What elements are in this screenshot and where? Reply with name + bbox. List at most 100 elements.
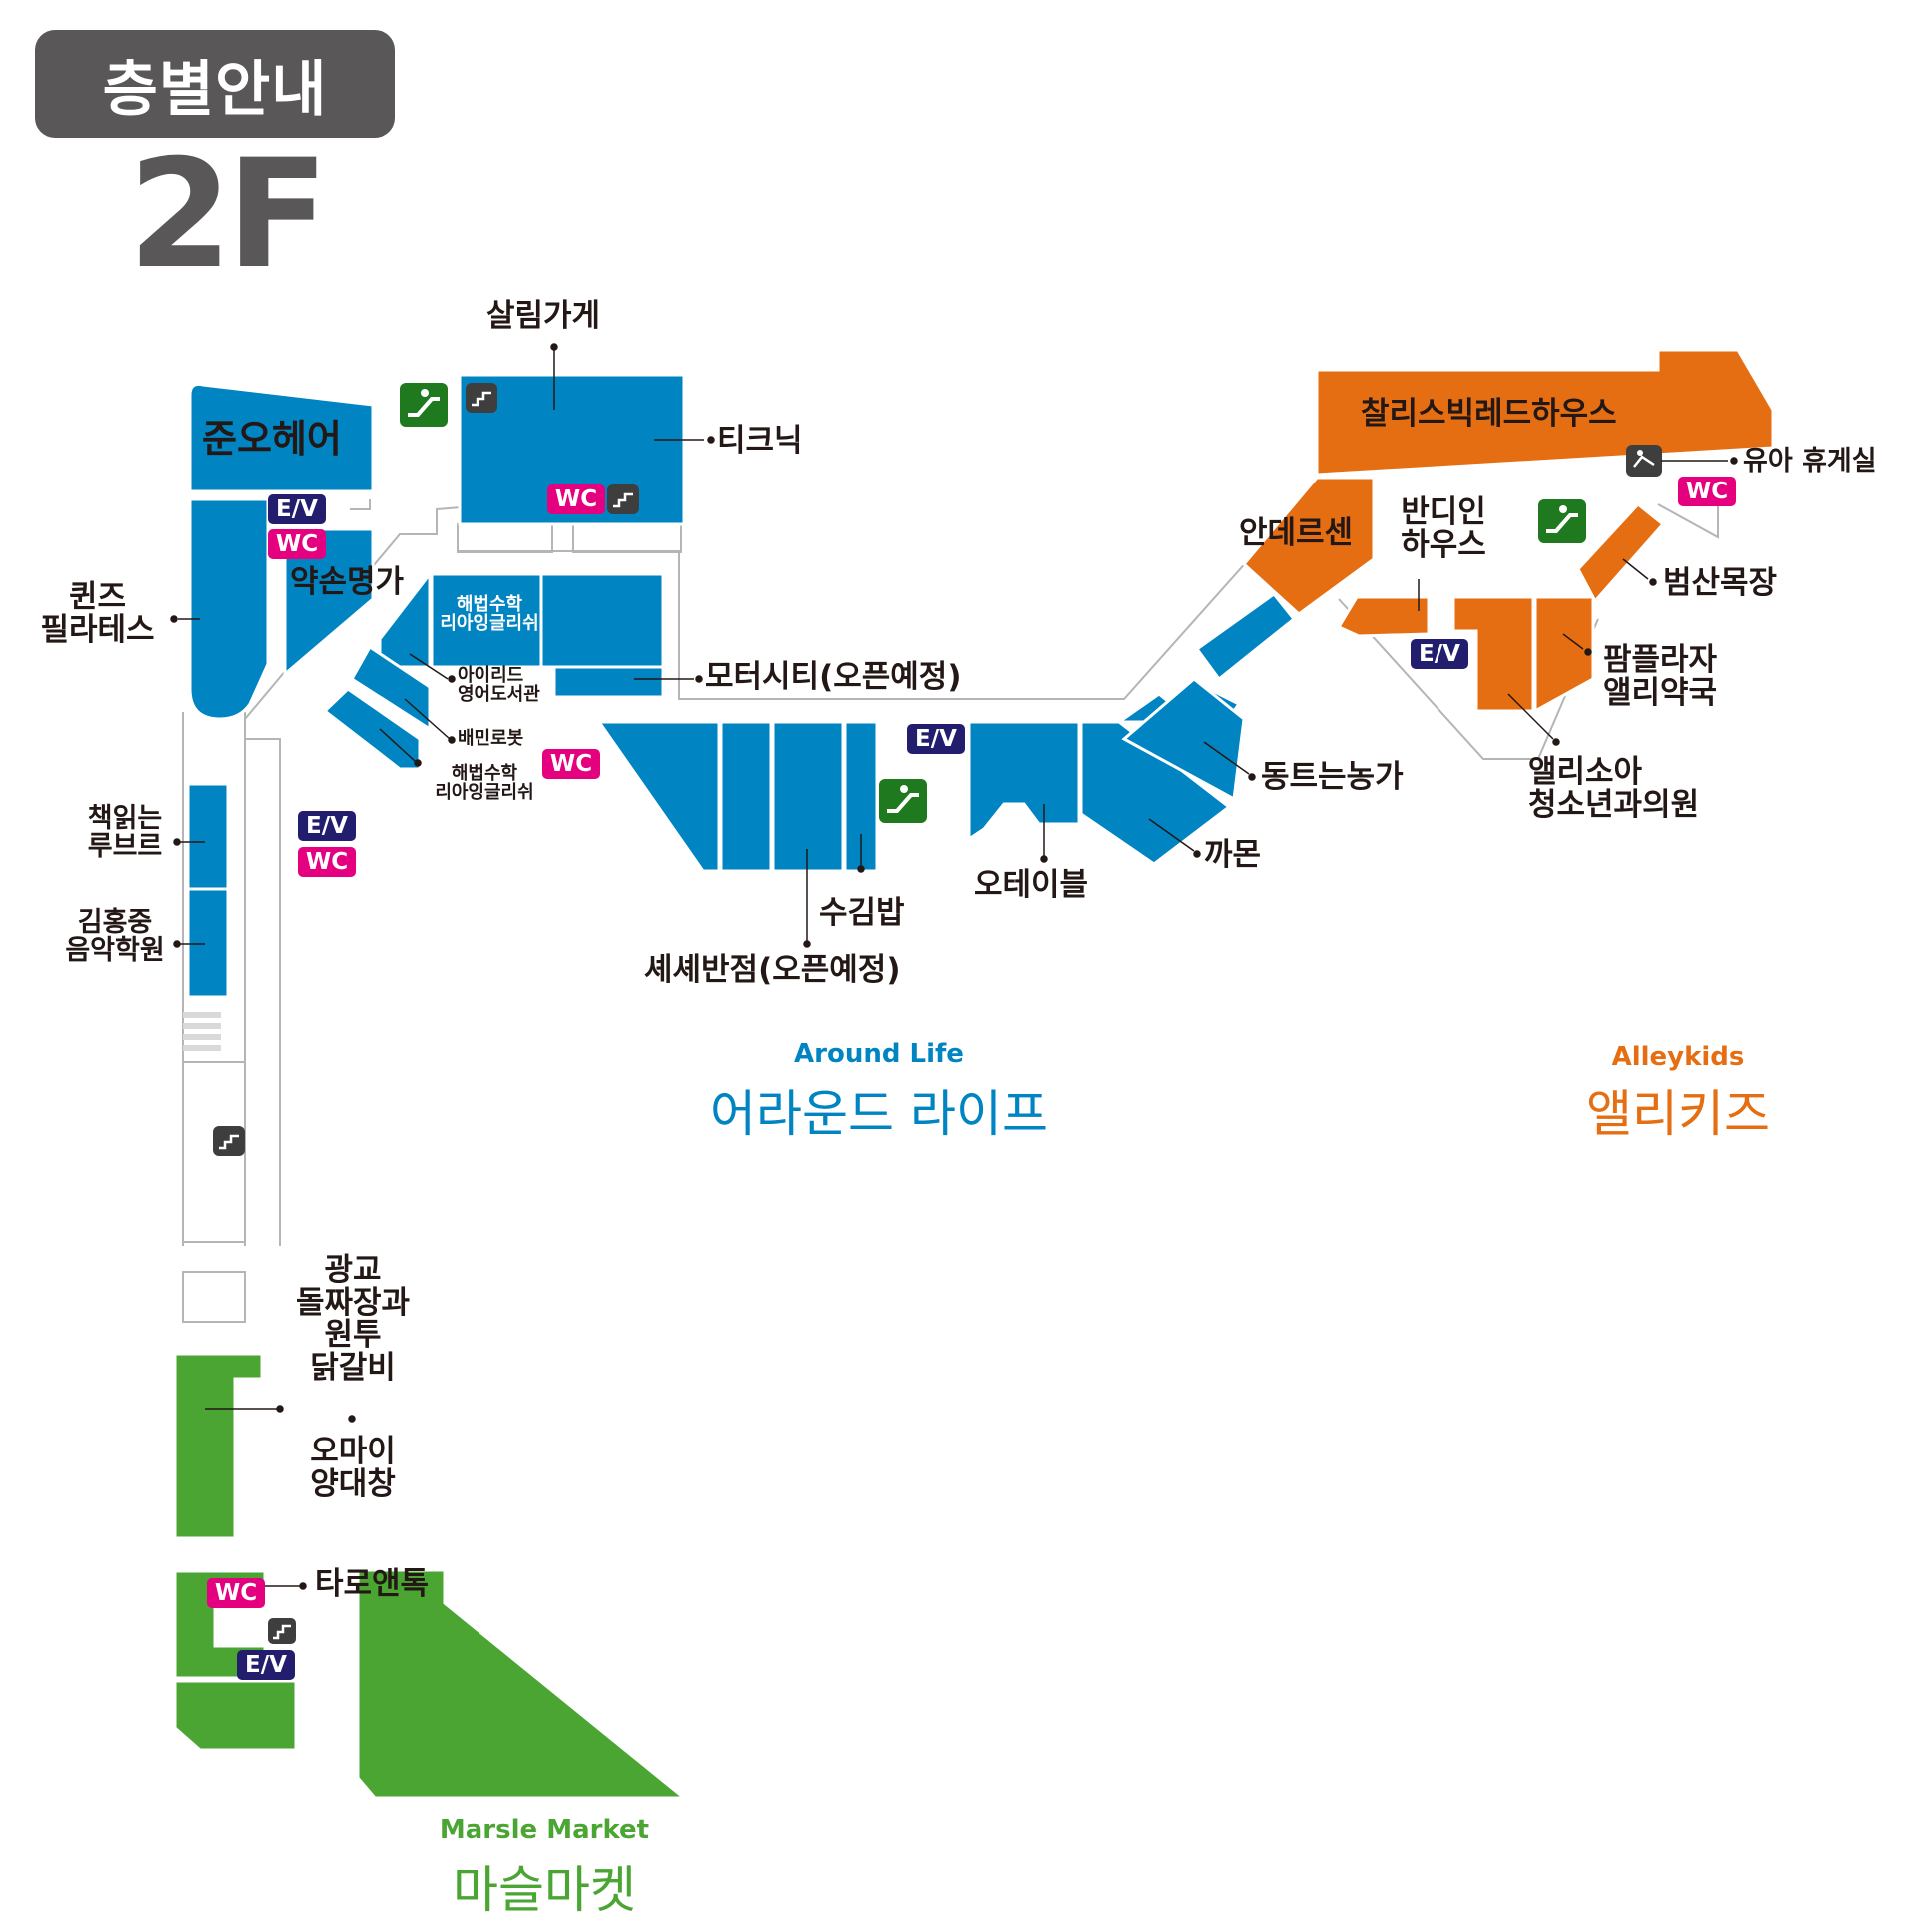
zone-alleykids-ko: 앨리키즈 bbox=[1586, 1085, 1770, 1143]
wc-badge: WC bbox=[268, 529, 326, 559]
corridor-junction bbox=[350, 499, 371, 510]
stairs-stripes bbox=[183, 1012, 221, 1051]
store-label-bandi-line1: 반디인 bbox=[1401, 494, 1486, 530]
store-dongteun-b bbox=[1194, 591, 1297, 682]
corridor-room bbox=[182, 1271, 246, 1323]
corridor-west-inner bbox=[245, 738, 281, 1246]
corridor-stair-well bbox=[182, 1061, 246, 1243]
ev-badge: E/V bbox=[298, 811, 356, 841]
store-label-beomsan: 범산목장 bbox=[1663, 565, 1778, 601]
escalator-group bbox=[400, 383, 1586, 823]
store-label-junoh: 준오헤어 bbox=[202, 417, 342, 461]
alleykids-stores bbox=[1241, 348, 1775, 714]
store-label-music: 김홍중 음악학원 bbox=[55, 908, 175, 966]
store-label-yakson: 약손명가 bbox=[290, 564, 405, 600]
store-shesh-b bbox=[719, 720, 773, 873]
store-label-salim: 살림가게 bbox=[486, 298, 601, 334]
store-label-ireed-line1: 아이리드 bbox=[458, 665, 524, 686]
stairs-group bbox=[213, 383, 639, 1644]
store-label-palm-line2: 앨리약국 bbox=[1603, 674, 1718, 711]
store-gwanggyo bbox=[173, 1352, 264, 1540]
ev-badge: E/V bbox=[1411, 639, 1468, 669]
zone-marsle-ko: 마슬마켓 bbox=[453, 1861, 636, 1919]
corridor-room-3 bbox=[572, 523, 682, 553]
store-label-book: 책읽는 루브르 bbox=[70, 803, 180, 863]
store-motor bbox=[552, 665, 665, 699]
ev-badge: E/V bbox=[907, 724, 965, 754]
store-andersen bbox=[1241, 476, 1376, 616]
store-label-haebeop-b: 해법수학 리아잉글리쉬 bbox=[420, 763, 549, 803]
store-label-queens-line1: 퀸즈 bbox=[68, 579, 127, 615]
store-label-ireed-line2: 영어도서관 bbox=[458, 683, 540, 705]
store-label-gwanggyo: 광교 돌짜장과 원투 닭갈비 bbox=[278, 1254, 428, 1384]
store-label-charles: 찰리스빅레드하우스 bbox=[1361, 396, 1617, 432]
store-queens bbox=[188, 497, 270, 721]
store-taro-bottom bbox=[173, 1679, 298, 1752]
zone-marsle-en: Marsle Market bbox=[439, 1815, 650, 1845]
store-label-ticnic: 티크닉 bbox=[717, 423, 803, 459]
store-shesh-a bbox=[596, 720, 721, 873]
store-baemin bbox=[349, 644, 432, 732]
store-label-andersen: 안데르센 bbox=[1239, 515, 1354, 551]
store-label-omai-line2: 양대창 bbox=[310, 1465, 396, 1502]
store-label-motor: 모터시티(오픈예정) bbox=[705, 659, 962, 695]
store-beomsan bbox=[1576, 501, 1666, 604]
store-label-haebeop-a-line1: 해법수학 bbox=[456, 594, 523, 615]
marsle-market-stores bbox=[173, 1352, 689, 1800]
store-label-queens: 퀸즈 필라테스 bbox=[25, 581, 170, 646]
store-label-omai: 오마이 양대창 bbox=[293, 1436, 413, 1500]
store-sugim bbox=[771, 720, 845, 873]
store-dongteun bbox=[1121, 677, 1246, 802]
store-ally bbox=[1451, 595, 1535, 713]
store-charles bbox=[1315, 348, 1775, 477]
store-label-shesh: 셰셰반점(오픈예정) bbox=[644, 952, 901, 988]
header-title: 층별안내 bbox=[35, 30, 395, 138]
ev-badge: E/V bbox=[268, 494, 326, 524]
store-label-haebeop-b-line2: 리아잉글리쉬 bbox=[435, 781, 534, 803]
wc-badge: WC bbox=[542, 749, 600, 779]
store-label-ally: 앨리소아 청소년과의원 bbox=[1528, 756, 1699, 821]
stairs-icon bbox=[268, 1618, 296, 1644]
stairs-icon bbox=[213, 1126, 245, 1156]
wc-badge: WC bbox=[547, 484, 605, 514]
zone-around-life-en: Around Life bbox=[794, 1039, 964, 1069]
nursing-room-icon bbox=[1626, 445, 1662, 477]
store-bandi bbox=[1336, 595, 1431, 638]
store-music bbox=[186, 887, 230, 999]
store-label-ally-line1: 앨리소아 bbox=[1528, 754, 1643, 790]
store-label-ireed: 아이리드 영어도서관 bbox=[458, 665, 540, 705]
store-book bbox=[186, 782, 230, 891]
store-label-haebeop-a-line2: 리아잉글리쉬 bbox=[440, 612, 539, 634]
store-haebeop-b bbox=[322, 687, 422, 771]
store-label-queens-line2: 필라테스 bbox=[40, 611, 155, 648]
store-label-book-line2: 루브르 bbox=[87, 831, 163, 863]
store-label-taro: 타로앤톡 bbox=[315, 1566, 430, 1602]
wc-badge: WC bbox=[1678, 477, 1736, 506]
store-label-gwanggyo-line1: 광교 bbox=[324, 1252, 382, 1288]
store-yakson bbox=[283, 527, 375, 678]
wc-badge: WC bbox=[207, 1578, 265, 1608]
store-palm bbox=[1533, 595, 1595, 714]
stairs-icon bbox=[607, 484, 639, 514]
store-label-sugim: 수김밥 bbox=[819, 895, 905, 931]
store-kkamon bbox=[1079, 720, 1232, 866]
store-label-book-line1: 책읽는 bbox=[87, 803, 163, 834]
zone-around-life-ko: 어라운드 라이프 bbox=[710, 1085, 1048, 1143]
zone-alleykids-en: Alleykids bbox=[1611, 1042, 1745, 1072]
corridor-room-2 bbox=[457, 523, 553, 553]
store-label-palm-line1: 팜플라자 bbox=[1603, 642, 1718, 678]
store-junoh bbox=[188, 383, 375, 493]
store-label-gwanggyo-line2: 돌짜장과 bbox=[295, 1284, 411, 1321]
store-label-bandi-line2: 하우스 bbox=[1401, 526, 1486, 563]
floor-number: 2F bbox=[128, 128, 329, 302]
escalator-icon bbox=[879, 779, 927, 823]
escalator-icon bbox=[1538, 499, 1586, 543]
store-label-haebeop-b-line1: 해법수학 bbox=[451, 763, 518, 784]
store-label-bandi: 반디인 하우스 bbox=[1389, 496, 1498, 561]
store-label-baby-room: 유아 휴게실 bbox=[1743, 446, 1877, 477]
store-label-haebeop-a: 해법수학 리아잉글리쉬 bbox=[438, 594, 541, 634]
store-label-gwanggyo-line3: 원투 bbox=[324, 1317, 382, 1354]
ev-badge: E/V bbox=[237, 1650, 295, 1680]
store-label-dongteun: 동트는농가 bbox=[1261, 759, 1404, 795]
leader-lines bbox=[170, 343, 1738, 1590]
